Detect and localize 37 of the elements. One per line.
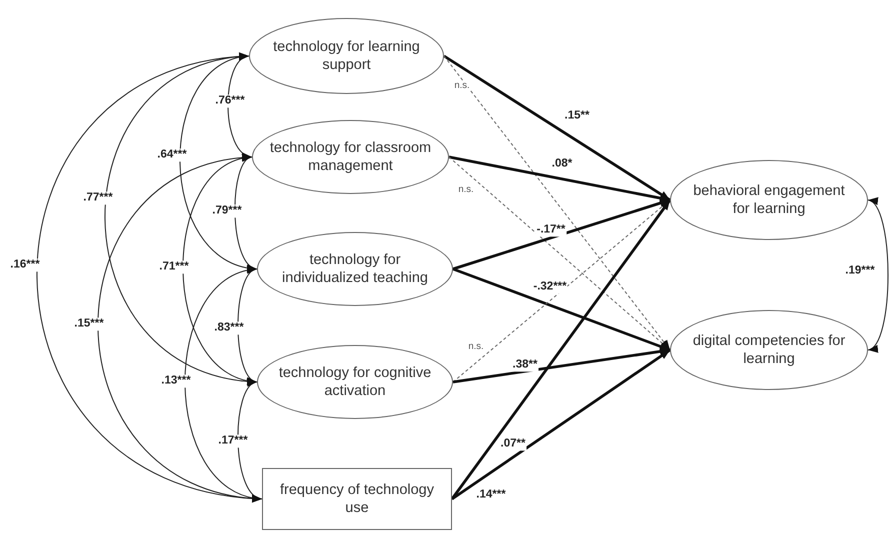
edge-label: .38** (512, 358, 538, 372)
edge-label: n.s. (467, 342, 485, 352)
node-label: technology for learning support (272, 38, 421, 74)
edge-label: .71*** (158, 260, 190, 274)
arrow (450, 199, 672, 500)
edge-label: .77*** (82, 192, 114, 204)
node-label: technology for individualized teaching (281, 250, 429, 288)
edge-label: .64*** (156, 148, 188, 162)
arrow (452, 198, 670, 270)
double-headed-arrow (238, 268, 258, 382)
node-label: behavioral engagement for learning (692, 182, 846, 218)
edge-label: .13*** (160, 374, 192, 388)
edge-label: .16*** (9, 258, 41, 272)
arrow (451, 348, 671, 500)
edge-label: .07** (500, 438, 526, 450)
rectangle-node (262, 468, 452, 530)
edge-label: .83*** (213, 322, 245, 334)
node-label: digital competencies for learning (692, 332, 846, 368)
edge-label: .76*** (214, 94, 246, 108)
arrow (443, 54, 671, 202)
double-headed-arrow (234, 156, 258, 270)
edge-label: n.s. (457, 184, 475, 196)
double-headed-arrow (238, 382, 262, 500)
edge-label: -.32*** (532, 280, 568, 294)
edge-label: -.17** (536, 224, 566, 236)
dashed-arrow (444, 56, 670, 350)
node-label: frequency of technology use (279, 480, 435, 518)
edge-label: .15*** (73, 318, 105, 330)
node-label: technology for cognitive activation (278, 364, 432, 400)
arrow (452, 348, 670, 384)
edge-label: n.s. (453, 80, 471, 92)
edge-label: .17*** (217, 434, 249, 448)
double-headed-arrow (184, 267, 262, 501)
double-headed-arrow (868, 200, 888, 350)
node-label: technology for classroom management (268, 138, 432, 176)
double-headed-arrow (228, 56, 252, 158)
edge-label: .79*** (211, 204, 243, 218)
